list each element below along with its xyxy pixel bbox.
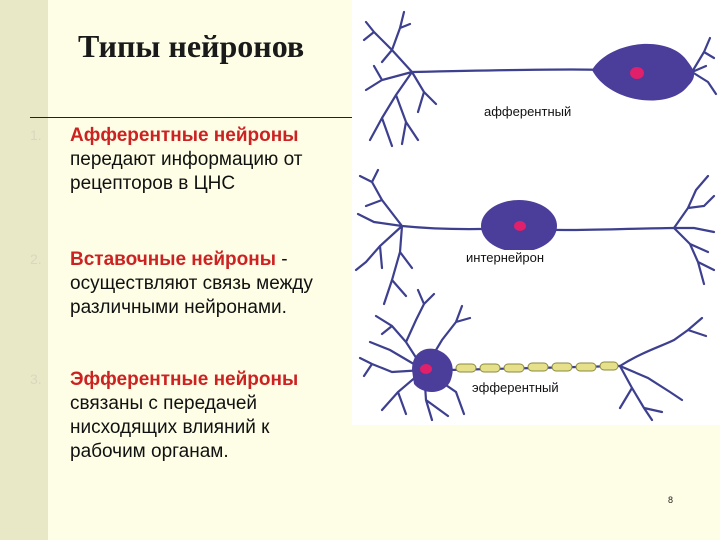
list-item-interneuron: Вставочные нейроны - осуществляют связь … — [70, 248, 340, 320]
label-efferent: эфферентный — [472, 380, 559, 395]
neuron-illustration — [354, 10, 718, 422]
title-divider — [30, 117, 352, 118]
interneuron-dendrites — [354, 168, 516, 306]
myelin-sheath — [455, 361, 619, 373]
afferent-terminals — [690, 36, 718, 96]
neuron-nuclei — [420, 67, 644, 374]
afferent-dendrites — [362, 10, 438, 148]
item-head-interneuron: Вставочные нейроны — [70, 249, 276, 270]
slide-title: Типы нейронов — [78, 28, 305, 64]
item-text-efferent: связаны с передачей нисходящих влияний к… — [70, 393, 270, 462]
efferent-soma — [412, 348, 453, 392]
afferent-nucleus — [630, 67, 644, 79]
item-text-interneuron: - осуществляют связь между различными не… — [70, 249, 313, 318]
efferent-terminals — [618, 316, 708, 422]
neuron-somas — [412, 43, 694, 392]
item-number-3: 3. — [30, 371, 42, 387]
item-head-efferent: Эфферентные нейроны — [70, 369, 299, 390]
item-number-1: 1. — [30, 127, 42, 143]
interneuron-terminals — [672, 174, 716, 286]
page-number: 8 — [668, 495, 674, 505]
item-number-2: 2. — [30, 251, 42, 267]
afferent-axon — [410, 68, 604, 74]
left-strip — [0, 0, 48, 540]
label-afferent: афферентный — [484, 104, 572, 119]
item-text-afferent: передают информацию от рецепторов в ЦНС — [70, 149, 303, 194]
efferent-nucleus — [420, 364, 432, 374]
interneuron-nucleus — [514, 221, 526, 231]
list-item-afferent: Афферентные нейроны передают информацию … — [70, 124, 340, 196]
label-interneuron: интернейрон — [466, 250, 545, 265]
item-head-afferent: Афферентные нейроны — [70, 125, 299, 146]
list-item-efferent: Эфферентные нейроны связаны с передачей … — [70, 368, 340, 464]
efferent-dendrites — [358, 288, 472, 422]
neuron-diagram: афферентный интернейрон эфферентный — [352, 0, 720, 425]
